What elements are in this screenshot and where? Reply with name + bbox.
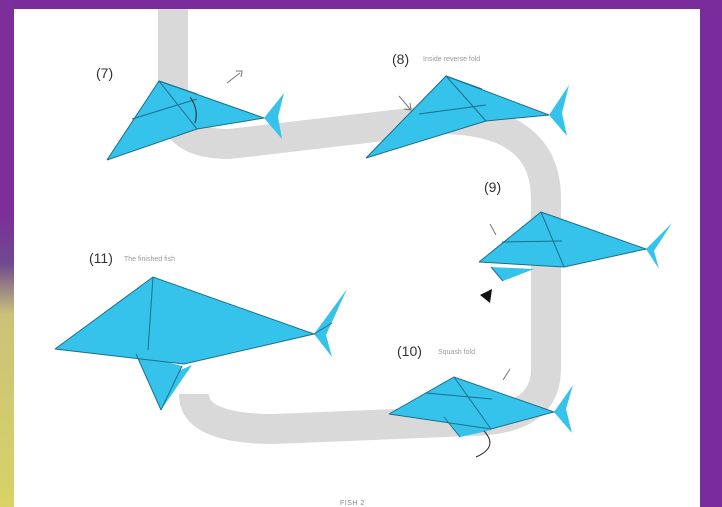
footer-label: FISH 2 <box>340 500 365 507</box>
arrow-pointer-icon <box>480 289 492 303</box>
step-9-number: (9) <box>484 179 501 195</box>
step-8-caption: Inside reverse fold <box>423 56 480 63</box>
step-8-number: (8) <box>392 51 409 67</box>
top-frame-border <box>0 0 722 9</box>
flow-path <box>173 9 546 429</box>
diagram-canvas: (7) (8) Inside reverse fold (9) (10) Squ… <box>14 9 700 507</box>
step-9-fish <box>479 212 672 303</box>
left-frame-border <box>0 0 14 507</box>
step-11-number: (11) <box>89 250 113 266</box>
step-11-finished-fish <box>55 277 347 410</box>
step-7-number: (7) <box>96 65 113 81</box>
right-frame-border <box>700 0 722 507</box>
step-11-caption: The finished fish <box>124 256 175 263</box>
origami-fish-diagram: (7) (8) Inside reverse fold (9) (10) Squ… <box>14 9 700 507</box>
step-10-caption: Squash fold <box>438 349 475 356</box>
step-10-number: (10) <box>397 343 422 359</box>
